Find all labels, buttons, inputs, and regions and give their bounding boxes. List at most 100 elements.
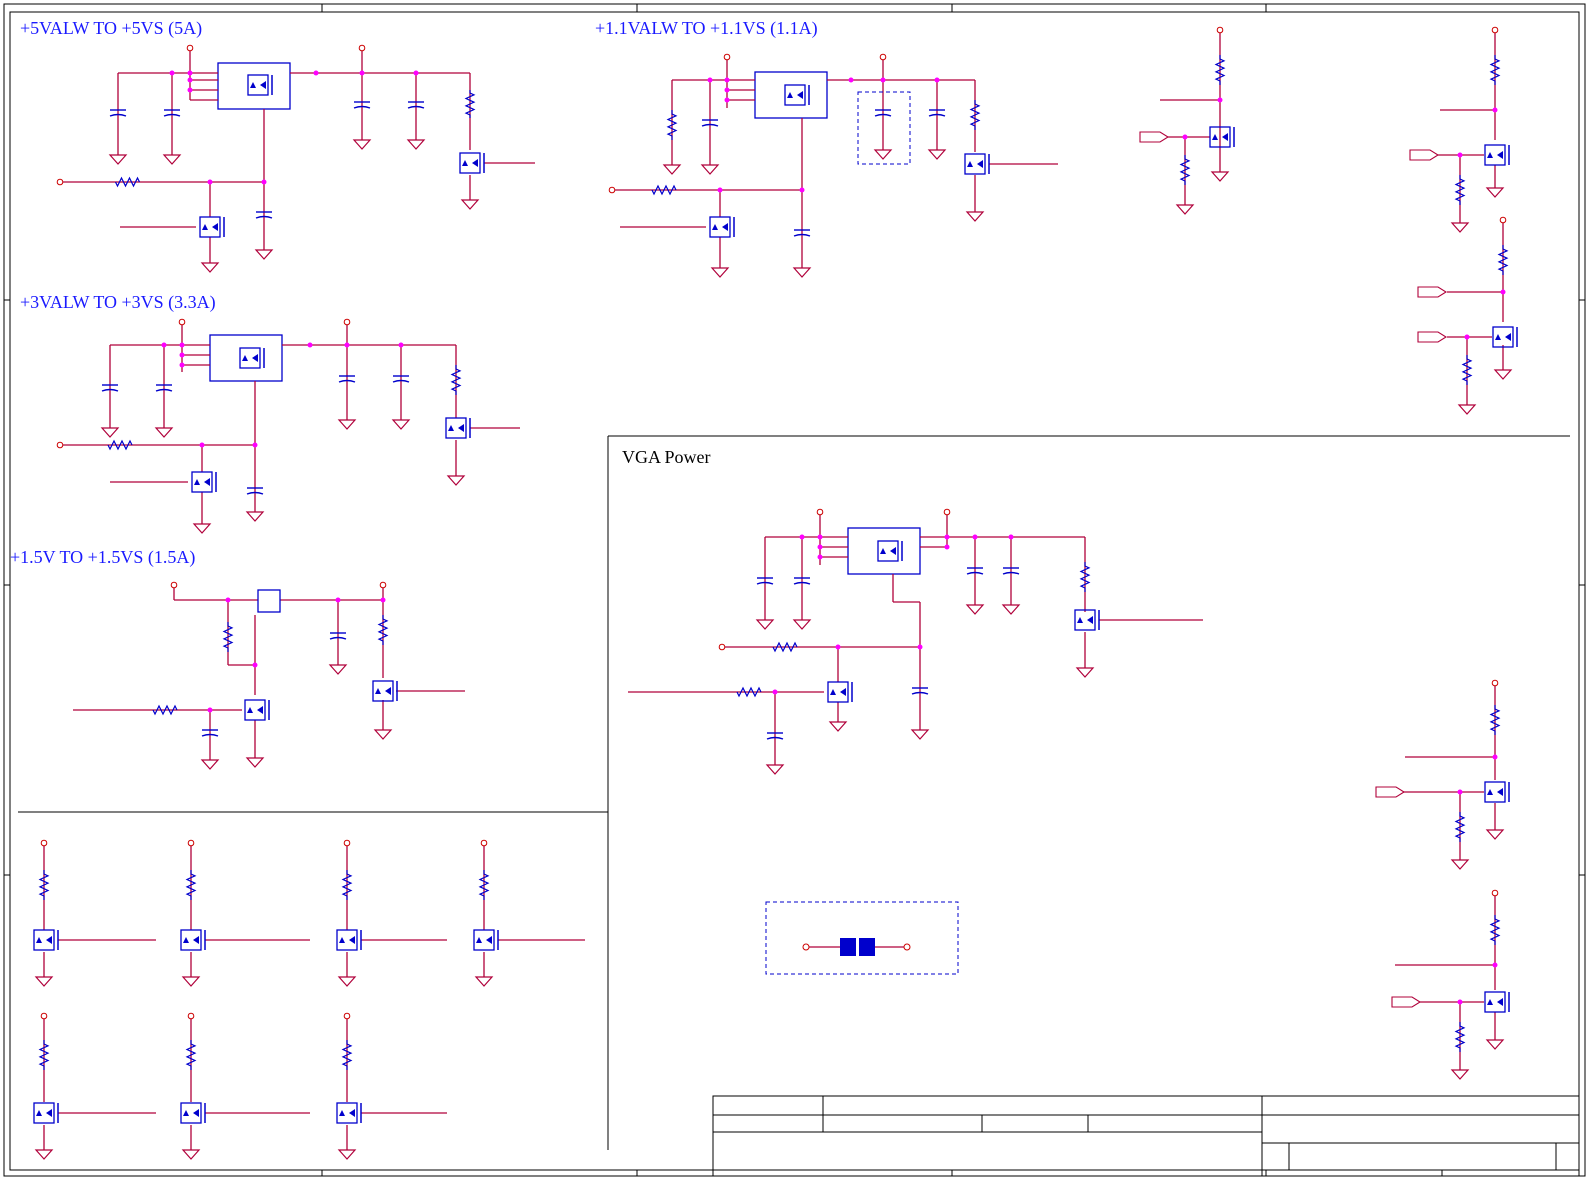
circuit-3v <box>60 322 520 524</box>
mosfet-icon <box>191 471 217 493</box>
ground-icon <box>446 475 466 486</box>
ground-icon <box>181 976 201 987</box>
ground-icon <box>254 249 274 260</box>
power-port-icon <box>879 53 887 61</box>
ground-icon <box>1450 859 1470 870</box>
resistor-icon <box>1214 55 1226 85</box>
power-port-icon <box>718 643 726 651</box>
ground-icon <box>710 267 730 278</box>
capacitor-icon <box>109 109 127 117</box>
connector-group <box>1139 131 1448 1008</box>
mosfet-icon <box>473 929 499 951</box>
ground-icon <box>391 419 411 430</box>
jumper-icon <box>840 938 875 956</box>
capacitor-icon <box>793 577 811 585</box>
resistor-icon <box>1497 245 1509 275</box>
mosfet-icon <box>336 1102 362 1124</box>
mosfet-icon <box>964 153 990 175</box>
resistor-icon <box>1461 355 1473 385</box>
power-port-icon <box>1491 889 1499 897</box>
off-page-connector-icon <box>1391 996 1422 1008</box>
capacitor-icon <box>329 632 347 640</box>
resistor-icon <box>1489 705 1501 735</box>
power-port-icon <box>40 839 48 847</box>
resistor-icon <box>1454 1022 1466 1052</box>
capacitor-icon <box>701 119 719 127</box>
resistor-icon <box>107 439 133 451</box>
capacitor-icon <box>353 101 371 109</box>
capacitor-group <box>101 101 1020 740</box>
resistor-icon <box>1454 812 1466 842</box>
ground-icon <box>34 1149 54 1160</box>
power-port-icon <box>943 508 951 516</box>
mosfet-icon <box>199 216 225 238</box>
ground-icon <box>1485 187 1505 198</box>
power-port-icon <box>186 44 194 52</box>
resistor-icon <box>185 870 197 900</box>
power-port-icon <box>358 44 366 52</box>
ground-icon <box>1493 369 1513 380</box>
mosfet-icon <box>180 1102 206 1124</box>
mosfet-icon <box>33 1102 59 1124</box>
mosfet-icon <box>247 74 273 96</box>
circuit-right-switches <box>1160 32 1506 1070</box>
capacitor-icon <box>101 384 119 392</box>
ground-icon <box>328 664 348 675</box>
resistor-icon <box>1454 175 1466 205</box>
ground-icon <box>828 721 848 732</box>
mosfet-icon <box>1492 326 1518 348</box>
mosfet-group <box>33 74 1518 1124</box>
ground-icon <box>154 427 174 438</box>
mosfet-icon <box>445 417 471 439</box>
mosfet-icon <box>1074 609 1100 631</box>
power-port-icon <box>343 1012 351 1020</box>
ground-icon <box>1075 667 1095 678</box>
capacitor-icon <box>1002 567 1020 575</box>
capacitor-icon <box>246 487 264 495</box>
ground-icon <box>34 976 54 987</box>
capacitor-icon <box>155 384 173 392</box>
resistor-icon <box>1079 562 1091 592</box>
capacitor-icon <box>201 729 219 737</box>
mosfet-icon <box>33 929 59 951</box>
sheet-border <box>3 3 1586 1177</box>
ground-icon <box>1485 1039 1505 1050</box>
circuit-5v <box>60 50 535 263</box>
resistor-icon <box>114 176 141 188</box>
ground-icon <box>100 427 120 438</box>
circuit-1-1v <box>612 58 1058 268</box>
ground-icon <box>792 267 812 278</box>
off-page-connector-icon <box>1139 131 1170 143</box>
circuit-vga-power <box>628 512 1203 975</box>
mosfet-icon <box>1484 781 1510 803</box>
power-port-group <box>40 26 1507 1020</box>
resistor-icon <box>341 870 353 900</box>
resistor-icon <box>341 1040 353 1070</box>
circuit-discharge-array <box>43 845 585 1150</box>
ground-icon <box>1457 404 1477 415</box>
power-port-icon <box>1499 216 1507 224</box>
section-title-1-1v: +1.1VALW TO +1.1VS (1.1A) <box>595 18 818 38</box>
ground-icon <box>873 149 893 160</box>
resistor-icon <box>152 704 178 716</box>
resistor-icon <box>1489 55 1501 85</box>
power-port-icon <box>187 839 195 847</box>
ground-icon <box>337 1149 357 1160</box>
ground-icon <box>1001 604 1021 615</box>
section-title-vga-power: VGA Power <box>622 447 711 467</box>
power-port-icon <box>56 441 64 449</box>
off-page-connector-icon <box>1375 786 1406 798</box>
resistor-icon <box>222 622 234 652</box>
resistor-icon <box>38 870 50 900</box>
section-title-3v: +3VALW TO +3VS (3.3A) <box>20 292 216 312</box>
resistor-icon <box>1179 155 1191 185</box>
ground-icon <box>1450 1069 1470 1080</box>
power-port-icon <box>379 581 387 589</box>
ground-icon <box>1210 171 1230 182</box>
mosfet-icon <box>1484 991 1510 1013</box>
capacitor-icon <box>911 687 929 695</box>
ground-icon <box>474 976 494 987</box>
power-port-icon <box>608 186 616 194</box>
power-port-icon <box>170 581 178 589</box>
power-port-icon <box>343 318 351 326</box>
